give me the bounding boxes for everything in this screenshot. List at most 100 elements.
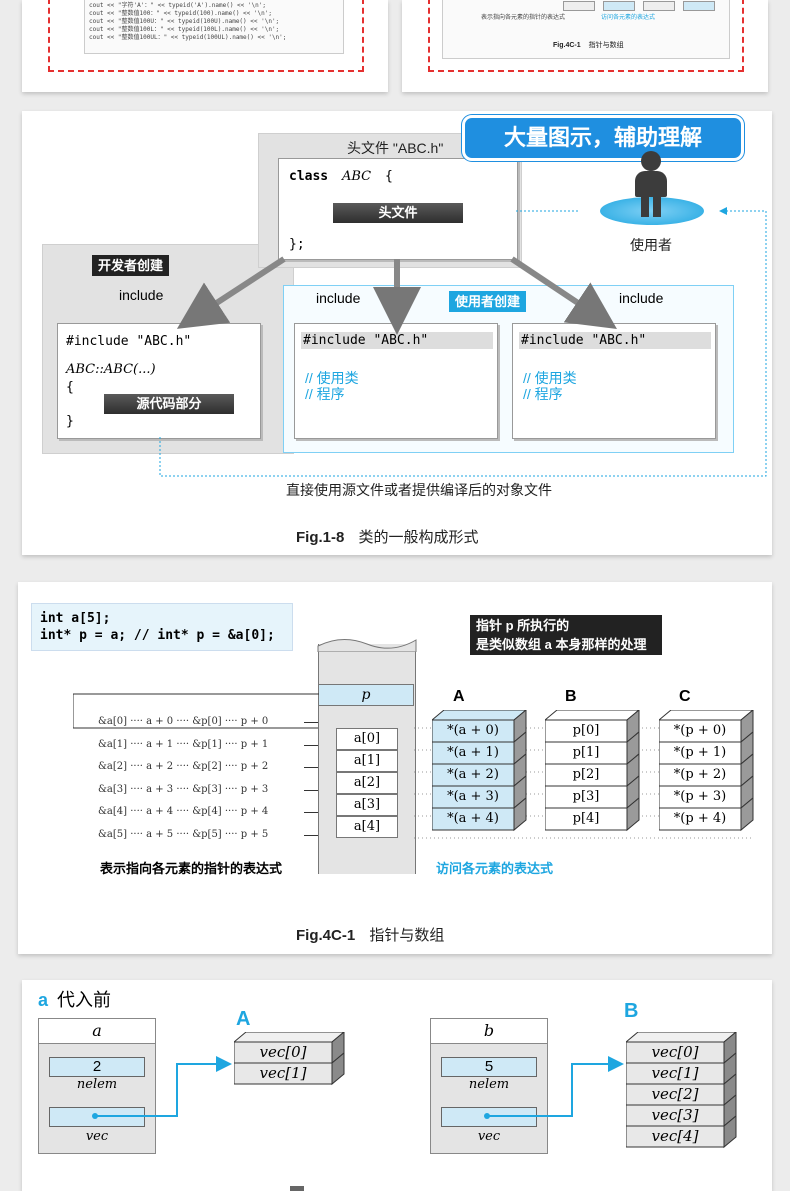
source-open-brace: {: [66, 380, 74, 395]
top-code-line: cout << "整数值100UL：" << typeid(100UL).nam…: [89, 34, 287, 41]
memory-cells: a[0]a[1]a[2]a[3]a[4]: [318, 728, 414, 846]
memory-cell: a[4]: [336, 816, 398, 838]
source-include-line: #include "ABC.h": [66, 334, 192, 349]
array-cell-label: vec[4]: [651, 1127, 699, 1145]
cube-stack: [659, 710, 754, 832]
object-b-name: b: [431, 1019, 547, 1044]
top-code-line: cout << "整数值100U：" << typeid(100U).name(…: [89, 18, 280, 25]
source-code-bar: 源代码部分: [104, 394, 234, 414]
top-left-dashed-frame: [48, 0, 364, 72]
memory-cell: a[2]: [336, 772, 398, 794]
cube-cell-label: *(a + 1): [447, 745, 499, 760]
top-code-line: cout << "整数值100L：" << typeid(100L).name(…: [89, 26, 280, 33]
column-a-title: A: [453, 688, 465, 705]
array-b-title: B: [624, 1000, 639, 1022]
array-a: vec[0]vec[1]: [234, 1032, 348, 1092]
pointer-expression-arrow: [304, 744, 318, 746]
assignment-card: a 代入前 a 2 nelem vec A vec[0]vec[1] b 5 n…: [22, 980, 772, 1191]
user-label: 使用者: [630, 237, 672, 253]
object-a-name: a: [39, 1019, 155, 1044]
array-a-title: A: [236, 1008, 251, 1030]
class-close-brace: };: [289, 237, 305, 252]
cube-cell-label: *(a + 4): [447, 811, 499, 826]
cube-cell-label: *(p + 4): [673, 811, 727, 826]
cube-cell-label: *(p + 0): [673, 723, 727, 738]
right-caption: 访问各元素的表达式: [436, 861, 554, 876]
column-c-title: C: [679, 688, 691, 705]
top-right-fig-no: Fig.4C-1: [553, 42, 581, 49]
program2-comment2: // 程序: [523, 386, 563, 402]
left-caption: 表示指向各元素的指针的表达式: [100, 861, 283, 876]
pointer-note: 指针 p 所执行的 是类似数组 a 本身那样的处理: [470, 615, 662, 655]
source-close-brace: }: [66, 414, 74, 429]
pointer-note-line1: 指针 p 所执行的: [476, 618, 570, 633]
program-box-2: #include "ABC.h" // 使用类 // 程序: [512, 323, 716, 439]
fig4c-number: Fig.4C-1: [296, 927, 356, 944]
cube-cell-label: *(p + 1): [673, 745, 727, 760]
class-open-brace: {: [384, 169, 393, 184]
object-b-vec-label: vec: [477, 1129, 501, 1144]
code-box: int a[5]; int* p = a; // int* p = &a[0];: [31, 603, 293, 651]
top-code-line: cout << "整数值100：" << typeid(100).name() …: [89, 10, 272, 17]
object-a-vec-field: [49, 1107, 145, 1127]
memory-cell: a[0]: [336, 728, 398, 750]
fig4c-title: 指针与数组: [369, 927, 445, 944]
fig18-title: 类的一般构成形式: [358, 529, 479, 546]
header-file-title: 头文件 "ABC.h": [347, 140, 444, 156]
fig18-caption: Fig.1-8 类的一般构成形式: [296, 526, 479, 547]
pointer-expression-arrow: [304, 835, 318, 836]
object-a-nelem-label: nelem: [76, 1077, 118, 1092]
pointer-expression-row: &a[2] ···· a + 2 ···· &p[2] ···· p + 2: [98, 761, 269, 773]
pointer-expression-arrow: [304, 767, 318, 769]
pointer-expression-row: &a[1] ···· a + 1 ···· &p[1] ···· p + 1: [98, 738, 269, 750]
top-right-blue-text: 访问各元素的表达式: [601, 15, 656, 21]
top-right-inner: 表示指向各元素的指针的表达式 访问各元素的表达式 Fig.4C-1 指针与数组: [442, 0, 730, 59]
fig18-number: Fig.1-8: [296, 529, 345, 546]
user-badge: 使用者创建: [449, 291, 527, 312]
cube-stack: [545, 710, 640, 832]
fig18-card: 头文件 "ABC.h" class ABC { 头文件 }; 大量图示，辅助理解…: [22, 111, 772, 555]
array-cell-label: vec[0]: [651, 1043, 699, 1061]
source-ctor-line: ABC::ABC(...): [66, 362, 156, 377]
array-stack: [234, 1032, 345, 1086]
array-cell-label: vec[2]: [651, 1085, 699, 1103]
cube-cell-label: *(p + 2): [673, 767, 727, 782]
cube-stack: [432, 710, 527, 832]
cube-cell-label: *(a + 0): [447, 723, 499, 738]
memory-cell: a[1]: [336, 750, 398, 772]
object-a-vec-label: vec: [85, 1129, 109, 1144]
code-line-1: int a[5];: [40, 611, 111, 626]
array-cell-label: vec[0]: [259, 1043, 307, 1061]
pointer-expression-arrow: [304, 789, 318, 791]
p-cell: p: [318, 684, 414, 706]
pointer-expression-row: &a[5] ···· a + 5 ···· &p[5] ···· p + 5: [98, 829, 269, 840]
developer-badge: 开发者创建: [92, 255, 170, 276]
cube-cell-label: *(a + 3): [447, 789, 499, 804]
top-code-line: cout << "字符'A'：" << typeid('A').name() <…: [89, 2, 266, 9]
array-stack: [626, 1032, 737, 1149]
column-b-title: B: [565, 688, 577, 705]
header-file-bar: 头文件: [333, 203, 463, 223]
object-b-nelem-field: 5: [441, 1057, 537, 1077]
fig4c-card: int a[5]; int* p = a; // int* p = &a[0];…: [18, 582, 772, 954]
object-b-vec-field: [441, 1107, 537, 1127]
cube-cell-label: p[1]: [572, 745, 600, 760]
next-figure-hint: [290, 1186, 304, 1191]
pointer-expression-row: &a[4] ···· a + 4 ···· &p[4] ···· p + 4: [98, 806, 269, 818]
object-a: a 2 nelem vec: [38, 1018, 156, 1154]
column-c: *(p + 0)*(p + 1)*(p + 2)*(p + 3)*(p + 4): [659, 710, 755, 850]
user-icon: [633, 151, 669, 217]
cube-cell-label: p[3]: [572, 789, 600, 804]
pointer-expression-row: &a[3] ···· a + 3 ···· &p[3] ···· p + 3: [98, 783, 269, 795]
pointer-note-line2: 是类似数组 a 本身那样的处理: [476, 637, 647, 652]
source-file-box: #include "ABC.h" ABC::ABC(...) { 源代码部分 }: [57, 323, 261, 439]
memory-cell: a[3]: [336, 794, 398, 816]
object-b: b 5 nelem vec: [430, 1018, 548, 1154]
pointer-expression-row: &a[0] ···· a + 0 ···· &p[0] ···· p + 0: [98, 716, 269, 727]
cube-cell-label: p[0]: [572, 723, 600, 738]
code-line-2: int* p = a; // int* p = &a[0];: [40, 628, 275, 643]
array-cell-label: vec[3]: [651, 1106, 699, 1124]
top-right-mini-boxes: [563, 1, 723, 11]
top-left-code-block: cout << "字符'A'：" << typeid('A').name() <…: [84, 0, 344, 54]
pointer-expressions: &a[0] ···· a + 0 ···· &p[0] ···· p + 0&a…: [98, 716, 318, 856]
